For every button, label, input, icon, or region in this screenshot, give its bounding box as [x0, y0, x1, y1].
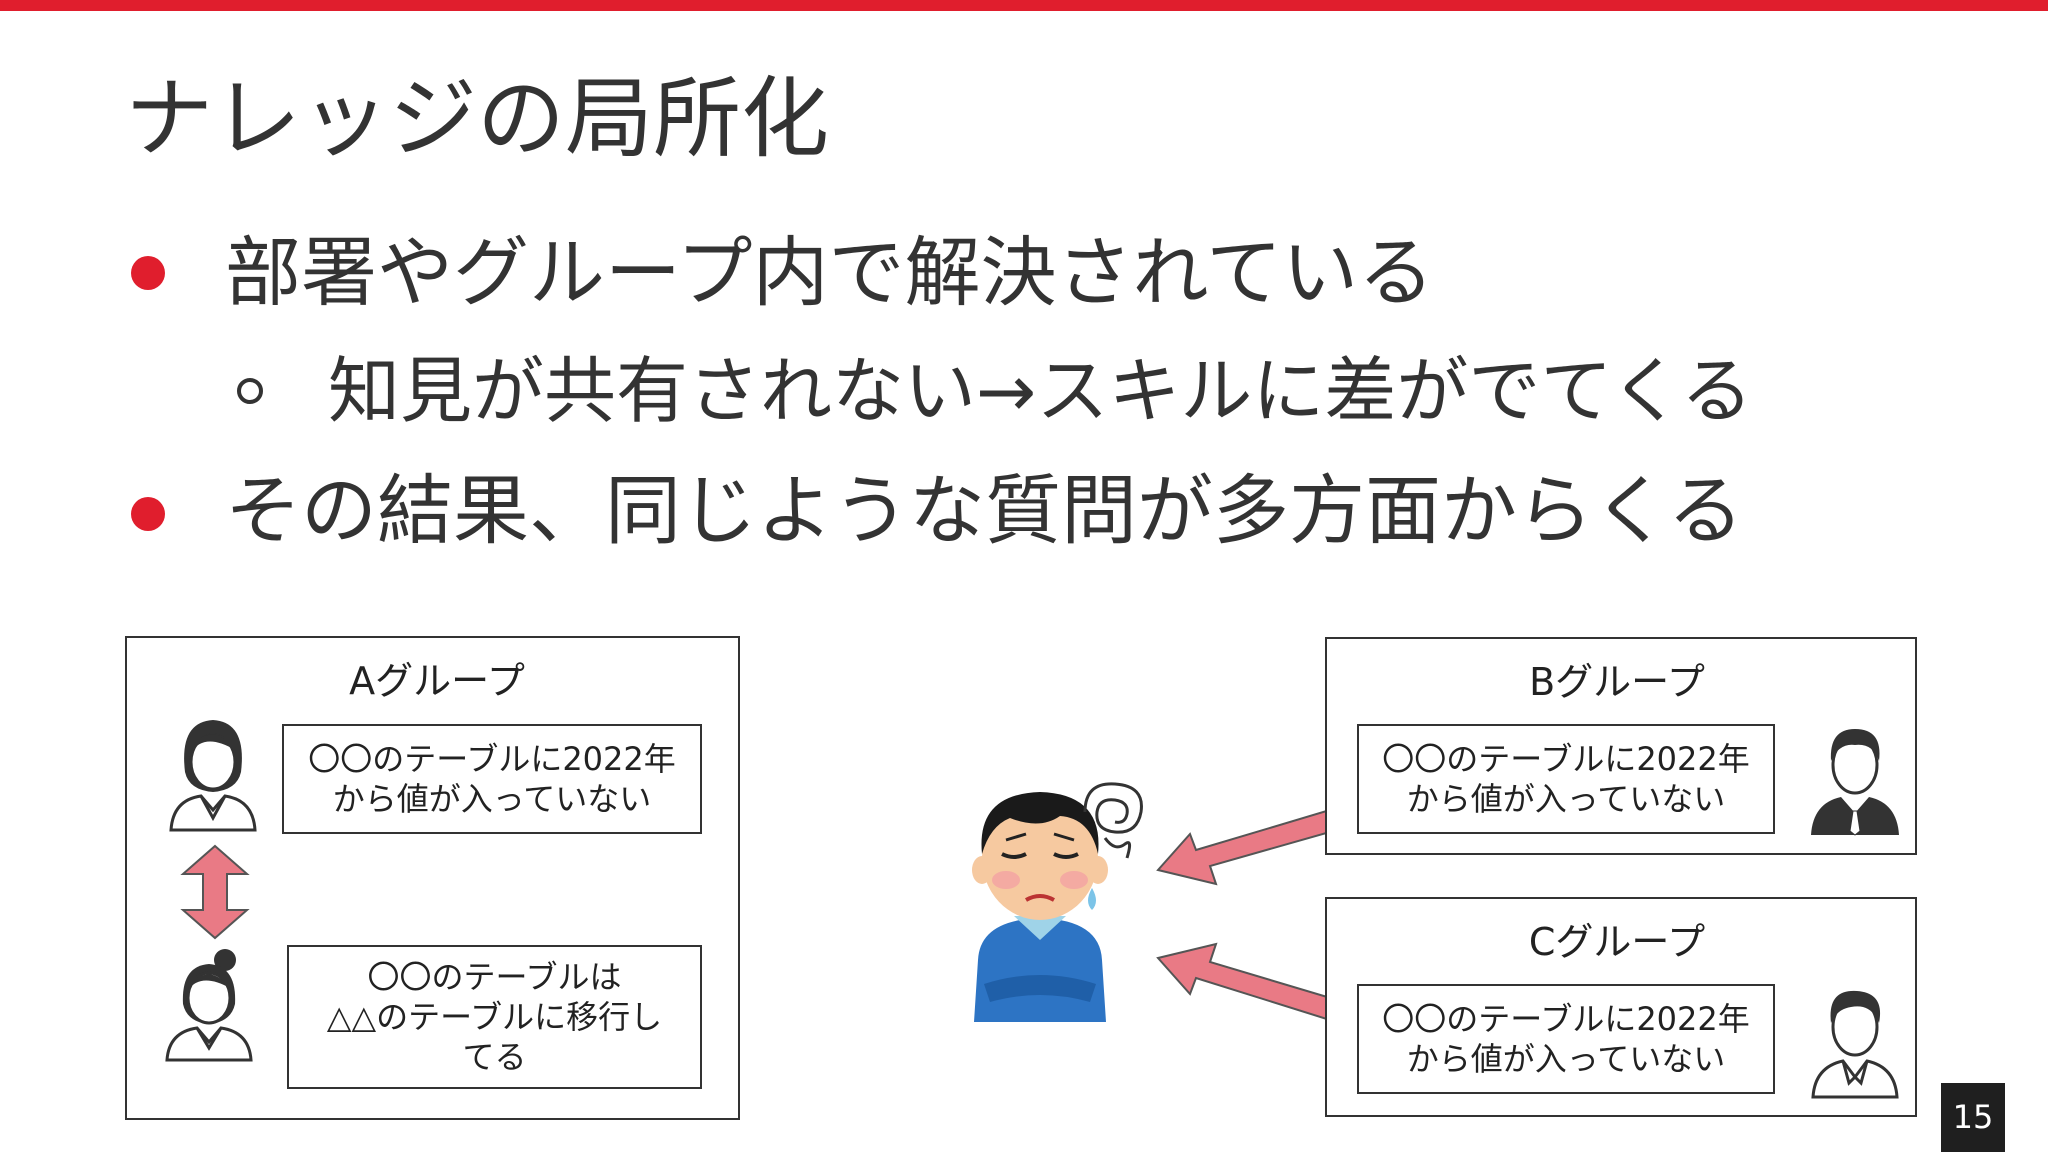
group-a-title: Aグループ — [349, 659, 525, 703]
sub-bullet-1: 知見が共有されない→スキルに差がでてくる — [328, 349, 1753, 433]
man-avatar-icon — [1811, 729, 1899, 836]
group-b-note: 〇〇のテーブルに2022年 から値が入っていない — [1357, 724, 1775, 834]
man-avatar-icon — [1811, 990, 1899, 1099]
bullet-1: 部署やグループ内で解決されている — [225, 228, 1435, 317]
bullet-dot — [131, 497, 165, 531]
woman-avatar-icon — [169, 720, 257, 832]
group-a-box: Aグループ 〇〇のテーブルに2022年 から値が入っていない 〇〇のテーブルは … — [125, 636, 740, 1120]
group-b-title: Bグループ — [1529, 660, 1705, 704]
group-c-title: Cグループ — [1528, 920, 1706, 964]
troubled-person-illustration — [972, 792, 1108, 1022]
confusion-swirl-icon — [1083, 782, 1143, 859]
bullet-2: その結果、同じような質問が多方面からくる — [225, 466, 1744, 555]
slide-title: ナレッジの局所化 — [125, 67, 830, 170]
double-arrow-icon — [180, 844, 250, 940]
group-a-note-2: 〇〇のテーブルは △△のテーブルに移行し てる — [287, 945, 702, 1089]
sub-bullet-ring — [237, 378, 263, 404]
group-b-box: Bグループ 〇〇のテーブルに2022年 から値が入っていない — [1325, 637, 1917, 855]
page-number: 15 — [1941, 1083, 2005, 1152]
arrow-from-group-b-icon — [1156, 802, 1345, 886]
arrow-from-group-c-icon — [1156, 942, 1345, 1028]
bullet-dot — [131, 256, 165, 290]
woman-avatar-icon — [165, 949, 253, 1062]
group-a-note-1: 〇〇のテーブルに2022年 から値が入っていない — [282, 724, 702, 834]
group-c-note: 〇〇のテーブルに2022年 から値が入っていない — [1357, 984, 1775, 1094]
group-c-box: Cグループ 〇〇のテーブルに2022年 から値が入っていない — [1325, 897, 1917, 1117]
top-accent-bar — [0, 0, 2048, 11]
